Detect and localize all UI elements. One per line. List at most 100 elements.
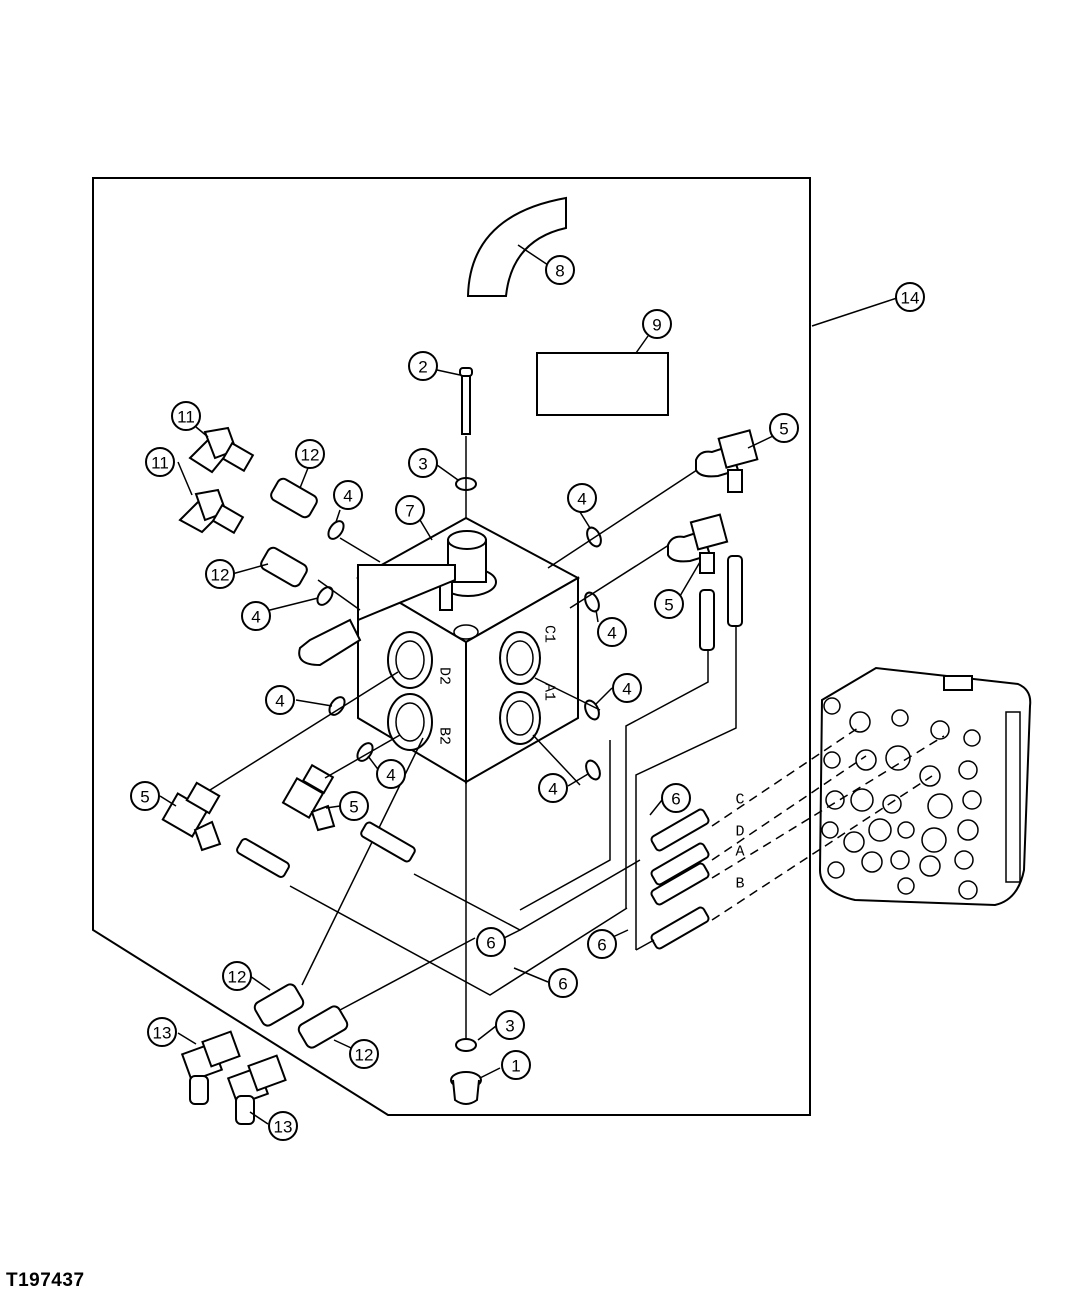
callout-c11a: 11 <box>171 401 201 431</box>
callout-c2: 2 <box>408 351 438 381</box>
callout-c12b: 12 <box>205 559 235 589</box>
callout-c5b: 5 <box>654 589 684 619</box>
callout-number: 4 <box>386 766 395 785</box>
elbow-fitting-5-right-mid <box>667 513 729 574</box>
port-label-a: A <box>735 844 744 861</box>
leader-port-right2 <box>532 734 581 786</box>
port-label-d2: D2 <box>436 667 453 685</box>
washer-bottom <box>455 1038 477 1052</box>
straight-fitting-12-c <box>253 983 305 1027</box>
elbow-fitting-11-lower <box>178 488 245 535</box>
straight-fitting-12-b <box>260 546 308 588</box>
valve-block <box>355 516 581 784</box>
callout-c4f: 4 <box>612 673 642 703</box>
callout-number: 5 <box>664 596 673 615</box>
port-label-b2: B2 <box>436 727 453 745</box>
callout-c12a: 12 <box>295 439 325 469</box>
callout-number: 8 <box>555 262 564 281</box>
callout-c6b: 6 <box>476 927 506 957</box>
port-label-c1: C1 <box>541 625 558 643</box>
leader-12d-block <box>339 937 476 1011</box>
callout-c12d: 12 <box>349 1039 379 1069</box>
elbow-fitting-11-upper <box>188 426 255 474</box>
callout-number: 12 <box>211 566 230 585</box>
callout-number: 4 <box>607 624 616 643</box>
callout-number: 13 <box>274 1118 293 1137</box>
callout-number: 4 <box>251 608 260 627</box>
callout-number: 13 <box>153 1024 172 1043</box>
elbow-fitting-5-left <box>161 781 222 852</box>
bolt <box>459 367 473 435</box>
callout-c4b: 4 <box>567 483 597 513</box>
figure-id: T197437 <box>6 1270 85 1291</box>
callout-number: 4 <box>275 692 284 711</box>
callout-c5c: 5 <box>130 781 160 811</box>
callout-number: 11 <box>151 454 169 473</box>
callout-number: 6 <box>558 975 567 994</box>
leader-block-left <box>339 537 381 563</box>
leader-5-left-block <box>209 671 399 791</box>
leader-block-right2 <box>569 542 673 609</box>
callout-number: 1 <box>511 1057 520 1076</box>
callout-number: 5 <box>140 788 149 807</box>
callout-c4c: 4 <box>597 617 627 647</box>
callout-c12c: 12 <box>222 961 252 991</box>
connector-dash-lines <box>711 727 945 921</box>
callout-number: 12 <box>301 446 320 465</box>
callout-c4g: 4 <box>376 759 406 789</box>
leader-7 <box>419 519 433 541</box>
callout-c14: 14 <box>895 282 925 312</box>
callout-c4a: 4 <box>333 480 363 510</box>
straight-fitting-12-d <box>297 1005 349 1049</box>
callout-number: 6 <box>597 936 606 955</box>
port-label-b: B <box>735 876 744 893</box>
elbow-fitting-13-b <box>226 1054 287 1125</box>
callout-c6c: 6 <box>548 968 578 998</box>
callout-c4h: 4 <box>538 773 568 803</box>
callout-number: 11 <box>177 408 195 427</box>
curved-guard <box>466 196 567 297</box>
callout-number: 5 <box>779 420 788 439</box>
callout-c13b: 13 <box>268 1111 298 1141</box>
leader-block-right <box>547 467 701 569</box>
callout-number: 6 <box>486 934 495 953</box>
port-label-a1: A1 <box>541 683 558 701</box>
leader-block-left2 <box>317 579 361 611</box>
callout-c1: 1 <box>501 1050 531 1080</box>
port-label-c: C <box>735 792 744 809</box>
kit-outline <box>92 177 811 1116</box>
nut <box>450 1071 482 1105</box>
callout-c4e: 4 <box>265 685 295 715</box>
callout-c4d: 4 <box>241 601 271 631</box>
valve-handle <box>298 564 456 667</box>
callout-c3b: 3 <box>495 1010 525 1040</box>
callout-c5d: 5 <box>339 791 369 821</box>
callout-number: 12 <box>355 1046 374 1065</box>
callout-number: 4 <box>548 780 557 799</box>
callout-number: 12 <box>228 968 247 987</box>
callout-number: 2 <box>418 358 427 377</box>
hose-sensors <box>236 555 743 950</box>
port-label-d: D <box>735 824 744 841</box>
leader-5-center-block <box>324 734 401 779</box>
callout-number: 6 <box>671 790 680 809</box>
callout-number: 3 <box>505 1017 514 1036</box>
callout-number: 5 <box>349 798 358 817</box>
controller-unit <box>818 666 1032 907</box>
callout-c13a: 13 <box>147 1017 177 1047</box>
elbow-fitting-5-right-top <box>695 429 759 493</box>
straight-fitting-12-a <box>270 477 318 519</box>
callout-c11b: 11 <box>145 447 175 477</box>
callout-number: 3 <box>418 455 427 474</box>
leader-port-right <box>534 677 601 711</box>
callout-number: 14 <box>901 289 920 308</box>
callout-number: 7 <box>405 502 414 521</box>
elbow-fitting-5-center <box>281 763 336 832</box>
callout-number: 4 <box>622 680 631 699</box>
callout-c5a: 5 <box>769 413 799 443</box>
callout-number: 4 <box>577 490 586 509</box>
callout-c9: 9 <box>642 309 672 339</box>
callout-c6a: 6 <box>661 783 691 813</box>
